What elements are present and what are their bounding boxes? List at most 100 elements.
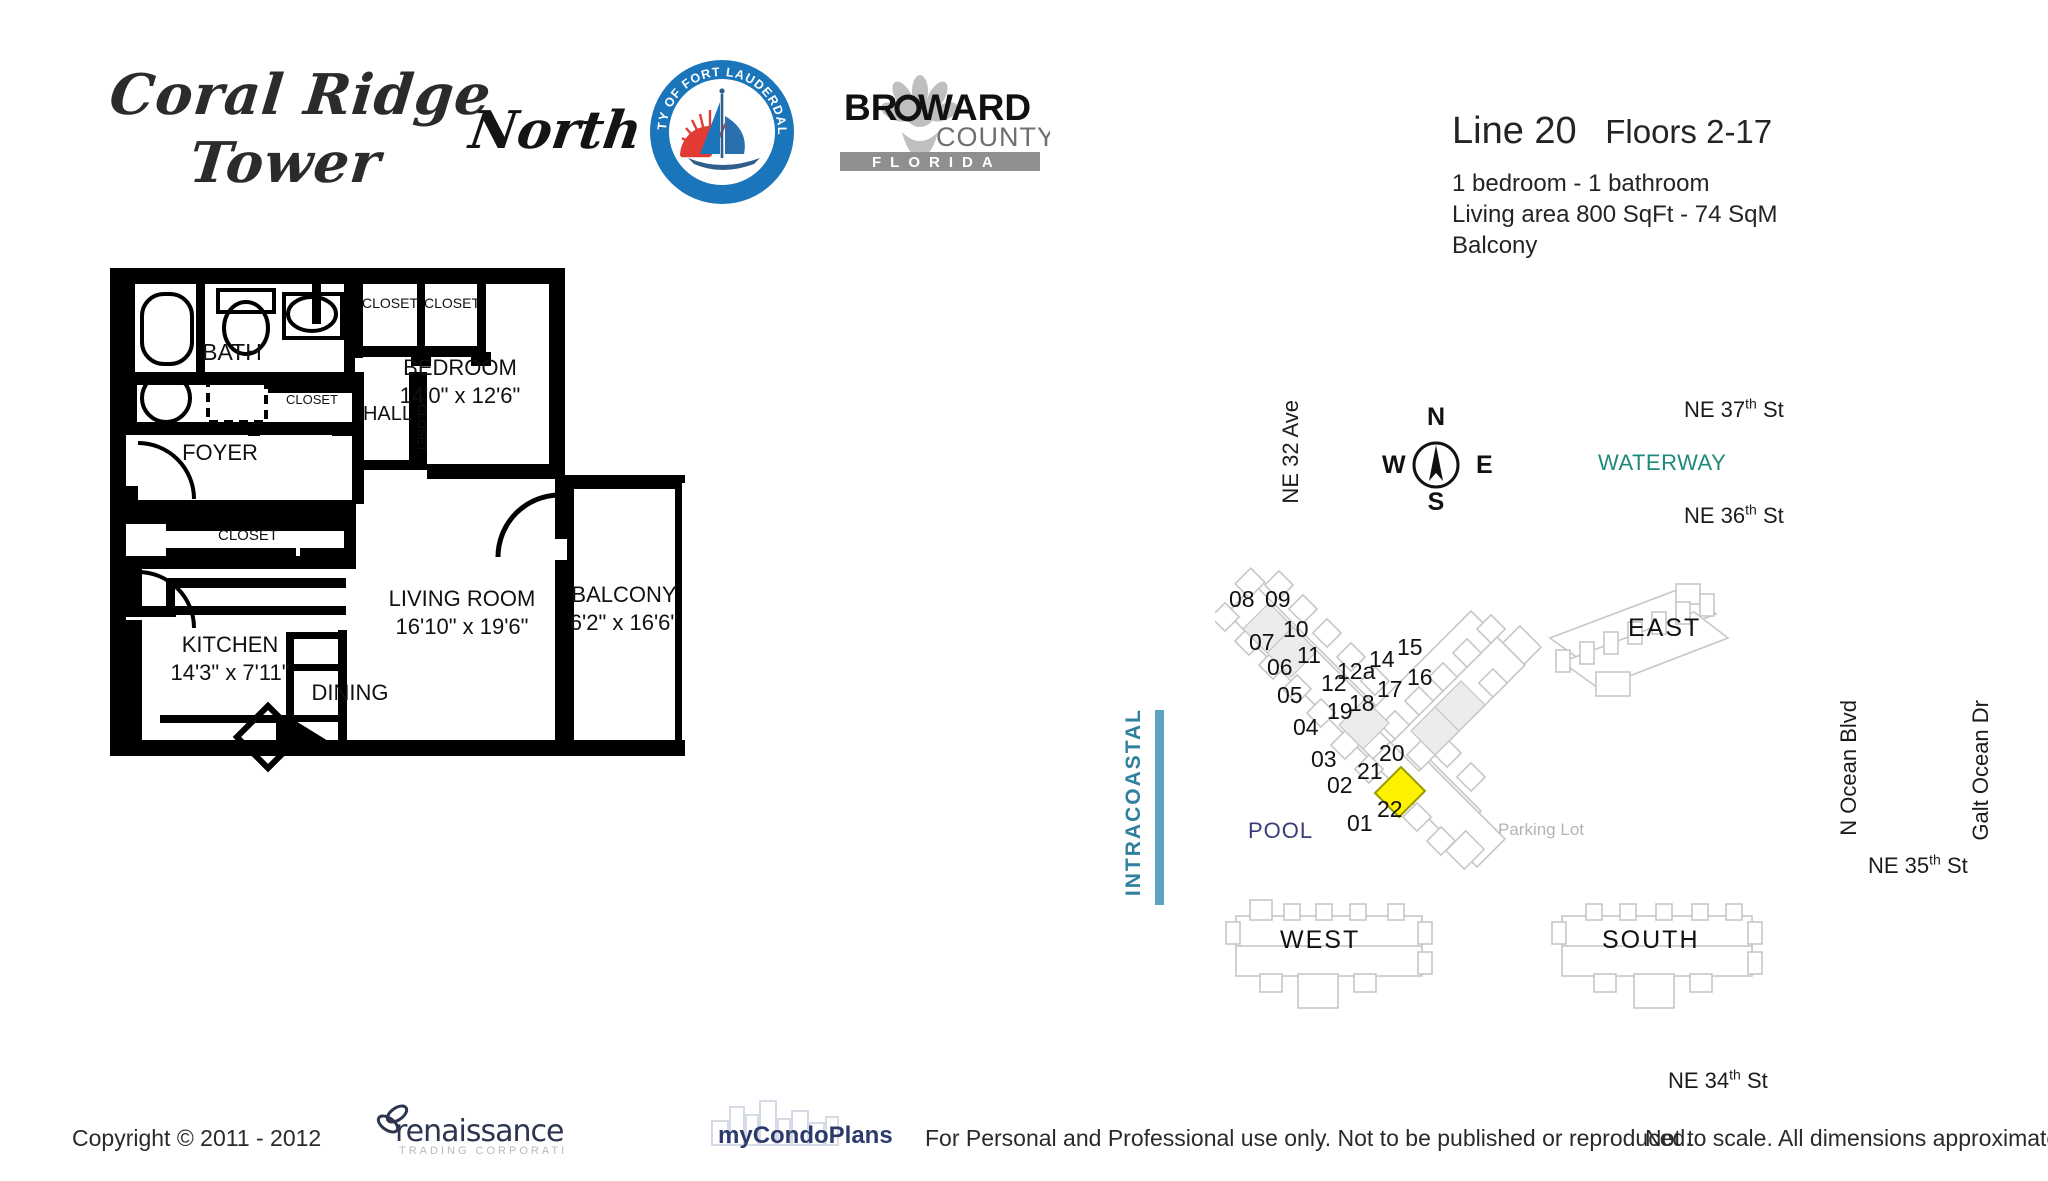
svg-text:COUNTY: COUNTY <box>936 122 1050 152</box>
north-tower-unit-map: 08 09 07 10 06 11 05 04 03 02 01 12 12a … <box>1209 555 1575 885</box>
room-label-kitchen: KITCHEN <box>182 632 279 657</box>
svg-text:N: N <box>1427 405 1445 431</box>
unit-number-19: 19 <box>1327 698 1353 724</box>
south-building: SOUTH <box>1548 890 1783 1025</box>
floors-label: Floors 2-17 <box>1605 113 1773 150</box>
brand-title-line2: Tower <box>186 130 385 196</box>
west-building: WEST <box>1222 890 1452 1025</box>
room-label-hall: HALL <box>363 403 413 425</box>
ne36-text: NE 36 <box>1684 503 1746 529</box>
ne35-text: NE 35 <box>1868 853 1930 879</box>
unit-number-12: 12 <box>1321 670 1347 696</box>
west-building-label: WEST <box>1280 926 1360 954</box>
room-label-living: LIVING ROOM <box>389 586 536 611</box>
svg-text:WARD: WARD <box>918 87 1031 128</box>
ne34-text: NE 34 <box>1668 1068 1730 1094</box>
svg-text:E: E <box>1476 451 1493 479</box>
unit-number-12a: 12a <box>1337 658 1376 684</box>
unit-number-10: 10 <box>1283 616 1309 642</box>
room-label-foyer: FOYER <box>182 440 258 465</box>
unit-number-09: 09 <box>1265 586 1291 612</box>
ne34-st: St <box>1746 1068 1768 1094</box>
closet-label-4: CLOSET <box>218 527 278 544</box>
parking-lot-label: Parking Lot <box>1498 820 1584 839</box>
closet-label-1: CLOSET <box>362 295 418 311</box>
unit-number-05: 05 <box>1277 682 1303 708</box>
renaissance-wordmark: renaissance <box>395 1114 563 1149</box>
svg-text:S: S <box>1428 488 1445 515</box>
svg-text:FLORIDA: FLORIDA <box>872 154 1002 171</box>
page-header: Coral Ridge Tower North CITY OF FORT LAU… <box>0 0 2048 270</box>
unit-number-14: 14 <box>1369 646 1395 672</box>
unit-number-07: 07 <box>1249 629 1275 655</box>
highlighted-unit-20 <box>1373 765 1427 819</box>
svg-text:W: W <box>1382 451 1406 479</box>
intracoastal-label: INTRACOASTAL <box>1122 708 1145 897</box>
ne37-st: St <box>1762 397 1784 423</box>
ne36-st: St <box>1762 503 1784 529</box>
room-dims-bedroom: 14'0" x 12'6" <box>400 383 521 408</box>
mycondoplans-logo: myCondoPlans <box>706 1099 896 1159</box>
pool-label: POOL <box>1248 818 1314 843</box>
unit-number-03: 03 <box>1311 746 1337 772</box>
street-label-ne36: NE 36th St <box>1684 502 1784 529</box>
room-dims-living: 16'10" x 19'6" <box>396 614 529 639</box>
street-label-ne37: NE 37th St <box>1684 396 1784 423</box>
ne36-ordinal: th <box>1745 502 1757 518</box>
unit-number-02: 02 <box>1327 772 1353 798</box>
unit-number-04: 04 <box>1293 714 1319 740</box>
room-label-dining: DINING <box>312 680 389 705</box>
ne37-ordinal: th <box>1745 396 1757 412</box>
intracoastal-water-strip <box>1155 710 1164 905</box>
street-label-ne34: NE 34th St <box>1668 1067 1768 1094</box>
south-building-label: SOUTH <box>1602 926 1700 954</box>
unit-number-11: 11 <box>1297 642 1321 668</box>
room-label-bath: BATH <box>202 339 262 365</box>
brand-title-line1: Coral Ridge <box>106 62 495 128</box>
unit-number-17: 17 <box>1377 676 1403 702</box>
copyright-text: Copyright © 2011 - 2012 <box>72 1125 322 1151</box>
mycondoplans-wordmark: myCondoPlans <box>718 1122 893 1149</box>
room-dims-balcony: 6'2" x 16'6" <box>570 610 678 635</box>
room-label-bedroom: BEDROOM <box>403 355 517 380</box>
ne34-ordinal: th <box>1729 1067 1741 1083</box>
ne37-text: NE 37 <box>1684 397 1746 423</box>
unit-number-16: 16 <box>1407 664 1433 690</box>
line-label: Line 20 <box>1452 110 1577 152</box>
unit-number-21: 21 <box>1357 758 1383 784</box>
unit-number-08: 08 <box>1229 586 1255 612</box>
waterway-label: WATERWAY <box>1598 450 1727 475</box>
unit-number-15: 15 <box>1397 634 1423 660</box>
svg-text:BR: BR <box>844 87 897 128</box>
closet-label-2: CLOSET <box>424 295 480 311</box>
usage-notice: For Personal and Professional use only. … <box>925 1125 1692 1151</box>
renaissance-tagline: TRADING CORPORATION <box>399 1145 565 1157</box>
renaissance-trading-logo: renaissance TRADING CORPORATION <box>375 1101 587 1159</box>
room-label-balcony: BALCONY <box>571 582 676 607</box>
spec-rooms: 1 bedroom - 1 bathroom <box>1452 170 1710 197</box>
ne35-st: St <box>1946 853 1968 879</box>
east-building: EAST <box>1540 580 1760 710</box>
street-label-ne32-ave: NE 32 Ave <box>1278 400 1303 504</box>
broward-county-logo: BR WARD COUNTY FLORIDA <box>840 72 1055 172</box>
spec-living-area: Living area 800 SqFt - 74 SqM <box>1452 201 1778 228</box>
unit-number-06: 06 <box>1267 654 1293 680</box>
street-label-galt-ocean-dr: Galt Ocean Dr <box>1968 700 1993 841</box>
brand-tower-north: North <box>465 100 646 161</box>
page-footer: Copyright © 2011 - 2012 renaissance TRAD… <box>0 1100 2048 1181</box>
scale-notice: Not to scale. All dimensions approximate… <box>1645 1125 2048 1151</box>
street-label-n-ocean-blvd: N Ocean Blvd <box>1836 700 1861 836</box>
closet-label-vertical: CLOSET <box>415 404 429 453</box>
unit-number-20: 20 <box>1379 740 1405 766</box>
city-of-fort-lauderdale-seal-icon: CITY OF FORT LAUDERDALE VENICE OF AMERIC… <box>643 47 796 206</box>
room-dims-kitchen: 14'3" x 7'11" <box>170 660 289 685</box>
floor-plan-drawing: BATH HALL FOYER CLOSET CLOSET CLOSET CLO… <box>100 260 900 780</box>
unit-number-18: 18 <box>1349 690 1375 716</box>
unit-line-title: Line 20 Floors 2-17 <box>1452 110 1772 153</box>
unit-number-01: 01 <box>1347 810 1373 836</box>
spec-balcony: Balcony <box>1452 232 1538 259</box>
compass-rose-icon: N S W E <box>1372 403 1500 516</box>
street-label-ne35: NE 35th St <box>1868 852 1968 879</box>
closet-label-3: CLOSET <box>286 392 338 407</box>
east-building-label: EAST <box>1628 614 1701 642</box>
